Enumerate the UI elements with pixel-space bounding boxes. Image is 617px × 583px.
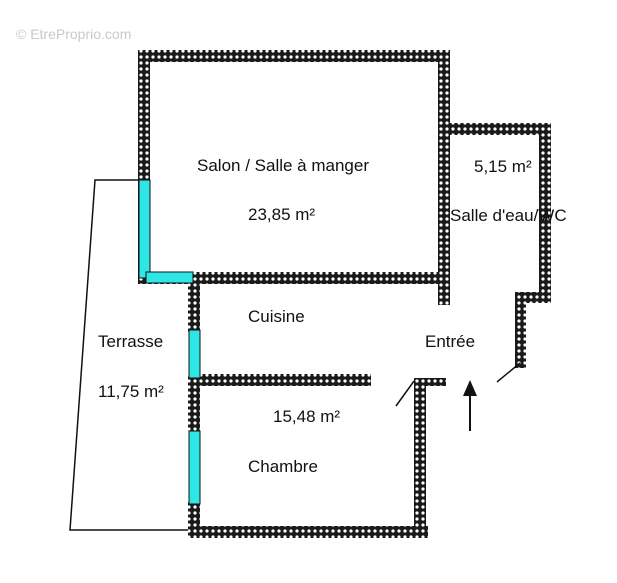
wall-bottom: [188, 526, 428, 538]
wall-chambre-right: [414, 378, 426, 538]
salon-area: 23,85 m²: [248, 205, 316, 224]
wall-left-lower: [188, 375, 200, 431]
wall-salon-right: [438, 50, 450, 305]
wall-partition: [196, 374, 371, 386]
window-chambre: [188, 430, 201, 505]
terrasse-area: 11,75 m²: [98, 382, 164, 401]
window-salon-left: [138, 179, 151, 279]
wall-entry-right: [515, 292, 526, 368]
wall-salon-top: [138, 50, 448, 62]
window-salon-bottom: [145, 271, 194, 284]
walls: [138, 50, 551, 538]
chambre-area: 15,48 m²: [273, 407, 341, 426]
terrasse-name: Terrasse: [98, 332, 164, 351]
wall-left-upper: [188, 272, 200, 332]
door-entree: [496, 362, 521, 383]
wall-door-stub: [414, 378, 446, 386]
cuisine-name: Cuisine: [248, 307, 305, 326]
up-arrow-icon: [463, 380, 477, 431]
windows: [138, 179, 201, 505]
chambre-name: Chambre: [248, 457, 318, 476]
salle-eau-area: 5,15 m²: [474, 157, 532, 176]
terrasse-outline: [69, 179, 190, 531]
entree-name: Entrée: [425, 332, 476, 351]
window-cuisine: [188, 329, 201, 379]
watermark: © EtreProprio.com: [16, 26, 132, 42]
door-chambre: [395, 380, 415, 407]
salon-name: Salon / Salle à manger: [197, 156, 369, 175]
wall-bath-bottom: [515, 292, 551, 303]
salle-eau-name: Salle d'eau/WC: [450, 206, 567, 225]
wall-bath-top: [438, 123, 551, 135]
wall-bath-right: [539, 123, 551, 303]
wall-salon-bottom: [138, 272, 450, 284]
